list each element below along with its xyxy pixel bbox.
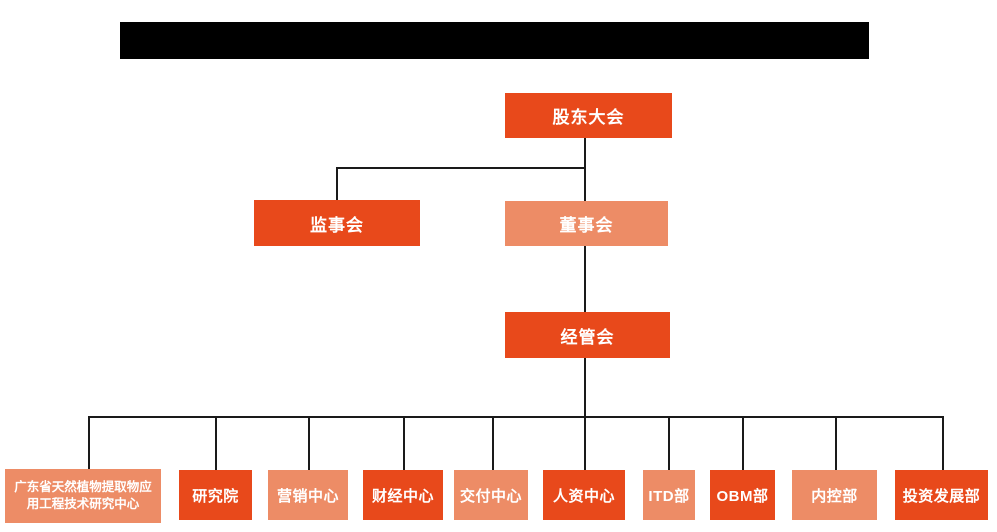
org-node-itd-department: ITD部 (643, 470, 695, 520)
connector-line (942, 416, 944, 470)
org-node-obm-department: OBM部 (710, 470, 775, 520)
org-node-delivery-center: 交付中心 (454, 470, 528, 520)
connector-line (742, 416, 744, 470)
connector-line (403, 416, 405, 470)
connector-line (835, 416, 837, 470)
org-node-marketing-center: 营销中心 (268, 470, 348, 520)
connector-line (336, 167, 586, 169)
connector-line (584, 358, 586, 470)
org-node-research-institute: 研究院 (179, 470, 252, 520)
connector-line (336, 167, 338, 200)
org-node-management-committee: 经管会 (505, 312, 670, 358)
org-node-shareholders-meeting: 股东大会 (505, 93, 672, 138)
org-node-supervisory-board: 监事会 (254, 200, 420, 246)
org-node-investment-development-department: 投资发展部 (895, 470, 988, 520)
connector-line (88, 416, 944, 418)
org-node-finance-center: 财经中心 (363, 470, 443, 520)
connector-line (584, 246, 586, 312)
connector-line (584, 138, 586, 201)
org-node-research-center: 广东省天然植物提取物应用工程技术研究中心 (5, 469, 161, 523)
redacted-title-bar (120, 22, 869, 59)
connector-line (668, 416, 670, 470)
connector-line (215, 416, 217, 470)
connector-line (88, 416, 90, 470)
connector-line (308, 416, 310, 470)
connector-line (492, 416, 494, 470)
org-node-internal-control-department: 内控部 (792, 470, 877, 520)
org-node-board-of-directors: 董事会 (505, 201, 668, 246)
org-node-hr-center: 人资中心 (543, 470, 625, 520)
